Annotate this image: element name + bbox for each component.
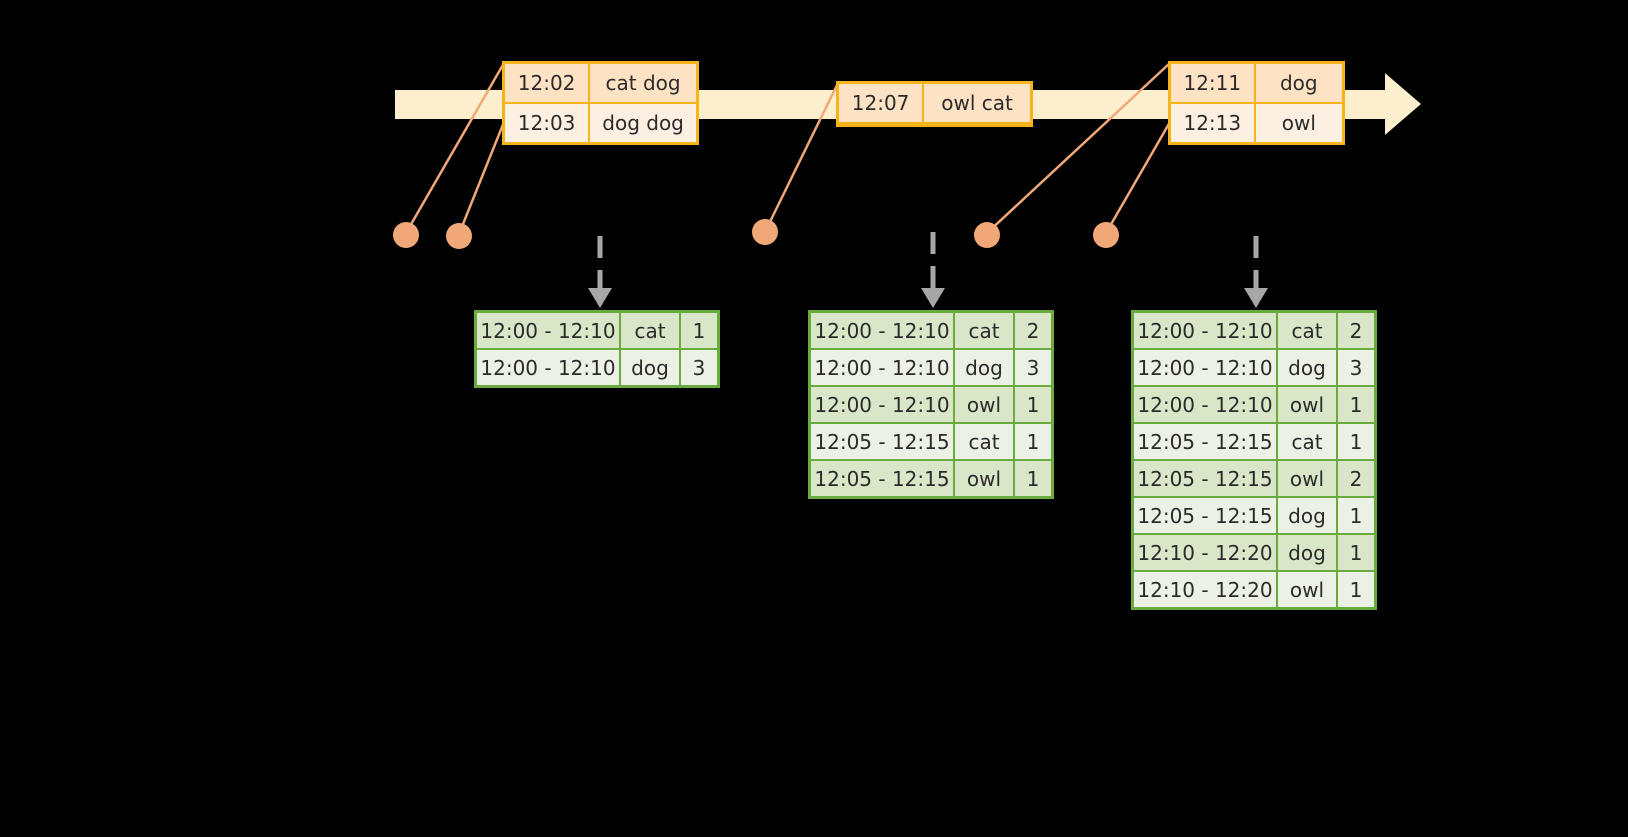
count-cell: 2 — [1338, 461, 1374, 496]
word-cell: dog — [1278, 498, 1336, 533]
word-cell: owl — [1278, 387, 1336, 422]
count-cell: 1 — [681, 313, 717, 348]
count-cell: 1 — [1338, 535, 1374, 570]
window-cell: 12:00 - 12:10 — [477, 350, 619, 385]
count-cell: 1 — [1338, 498, 1374, 533]
window-cell: 12:10 - 12:20 — [1134, 535, 1276, 570]
timeline-dot-1 — [393, 222, 419, 248]
count-cell: 3 — [1015, 350, 1051, 385]
event-box-c[interactable]: 12:11 dog 12:13 owl — [1168, 61, 1345, 145]
timeline-dot-5 — [1093, 222, 1119, 248]
connector-line-2 — [457, 121, 506, 235]
count-cell: 1 — [1015, 424, 1051, 459]
window-cell: 12:05 - 12:15 — [1134, 498, 1276, 533]
word-cell: dog — [955, 350, 1013, 385]
event-words: dog — [1255, 64, 1342, 102]
window-cell: 12:05 - 12:15 — [811, 424, 953, 459]
count-cell: 2 — [1015, 313, 1051, 348]
event-time: 12:07 — [839, 84, 923, 122]
timeline-dot-3 — [752, 219, 778, 245]
window-cell: 12:00 - 12:10 — [811, 350, 953, 385]
emit-arrow-head-3 — [1244, 288, 1268, 308]
emit-arrow-head-1 — [588, 288, 612, 308]
event-row: 12:02 cat dog — [505, 64, 696, 102]
word-cell: dog — [1278, 535, 1336, 570]
window-cell: 12:00 - 12:10 — [1134, 387, 1276, 422]
count-cell: 1 — [1015, 387, 1051, 422]
count-cell: 1 — [1015, 461, 1051, 496]
count-cell: 1 — [1338, 572, 1374, 607]
event-row: 12:07 owl cat — [839, 84, 1030, 122]
word-cell: dog — [1278, 350, 1336, 385]
word-cell: cat — [621, 313, 679, 348]
count-cell: 3 — [1338, 350, 1374, 385]
event-box-a[interactable]: 12:02 cat dog 12:03 dog dog — [502, 61, 699, 145]
event-time: 12:03 — [505, 104, 589, 142]
window-cell: 12:10 - 12:20 — [1134, 572, 1276, 607]
event-row: 12:13 owl — [1171, 104, 1342, 142]
event-words: cat dog — [590, 64, 696, 102]
window-cell: 12:00 - 12:10 — [1134, 350, 1276, 385]
event-row: 12:03 dog dog — [505, 104, 696, 142]
word-cell: owl — [1278, 572, 1336, 607]
word-cell: cat — [955, 424, 1013, 459]
count-cell: 1 — [1338, 387, 1374, 422]
event-words: owl — [1255, 104, 1342, 142]
window-cell: 12:00 - 12:10 — [811, 387, 953, 422]
word-cell: owl — [955, 461, 1013, 496]
word-cell: dog — [621, 350, 679, 385]
count-cell: 2 — [1338, 313, 1374, 348]
event-time: 12:02 — [505, 64, 589, 102]
count-cell: 3 — [681, 350, 717, 385]
event-row: 12:11 dog — [1171, 64, 1342, 102]
connector-dots — [393, 219, 1119, 249]
word-cell: cat — [1278, 313, 1336, 348]
event-words: dog dog — [590, 104, 696, 142]
window-cell: 12:00 - 12:10 — [1134, 313, 1276, 348]
connector-line-5 — [1104, 121, 1172, 234]
event-words: owl cat — [924, 84, 1030, 122]
count-cell: 1 — [1338, 424, 1374, 459]
window-cell: 12:05 - 12:15 — [1134, 461, 1276, 496]
event-time: 12:13 — [1171, 104, 1254, 142]
connector-line-1 — [404, 62, 506, 234]
window-cell: 12:05 - 12:15 — [811, 461, 953, 496]
window-cell: 12:05 - 12:15 — [1134, 424, 1276, 459]
emit-arrow-head-2 — [921, 288, 945, 308]
window-cell: 12:00 - 12:10 — [477, 313, 619, 348]
timeline-dot-2 — [446, 223, 472, 249]
word-cell: owl — [1278, 461, 1336, 496]
window-cell: 12:00 - 12:10 — [811, 313, 953, 348]
timeline-arrow-head — [1385, 73, 1421, 135]
word-cell: owl — [955, 387, 1013, 422]
word-cell: cat — [1278, 424, 1336, 459]
word-cell: cat — [955, 313, 1013, 348]
timeline-dot-4 — [974, 222, 1000, 248]
event-box-b[interactable]: 12:07 owl cat — [836, 81, 1033, 127]
event-time: 12:11 — [1171, 64, 1254, 102]
